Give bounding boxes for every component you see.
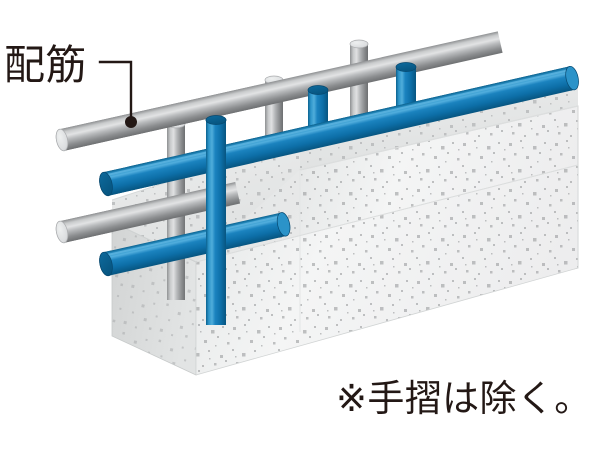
lower-gray-bar-front bbox=[55, 181, 241, 244]
vertical-blue-bar-1-top bbox=[205, 115, 227, 325]
callout-label: 配筋 bbox=[4, 41, 87, 89]
upper-gray-bar-front bbox=[55, 85, 260, 152]
vertical-gray-bar-1-front bbox=[167, 150, 185, 300]
rebar-front-layer bbox=[55, 65, 579, 325]
footnote-label: ※手摺は除く。 bbox=[336, 377, 592, 420]
leader-dot bbox=[125, 116, 137, 128]
lower-blue-bar-front bbox=[99, 212, 291, 277]
callout-leader-line bbox=[98, 60, 137, 128]
